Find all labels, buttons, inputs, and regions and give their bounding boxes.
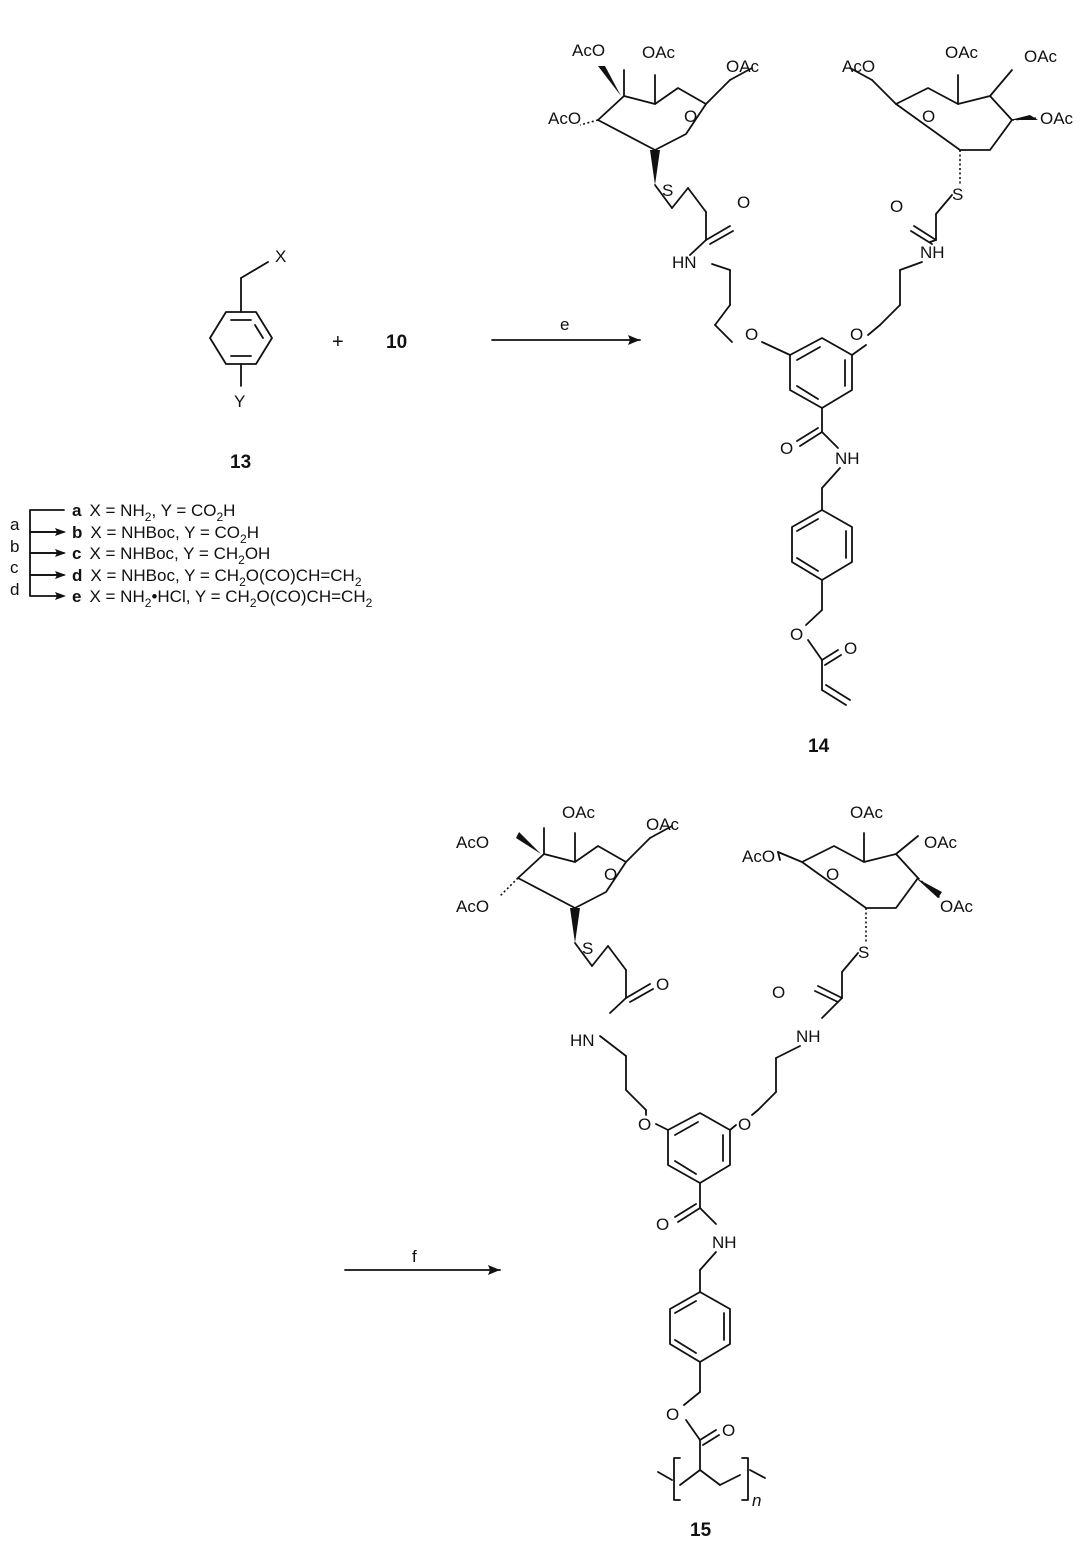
oac-label: OAc: [726, 57, 760, 76]
carbonyl-oxygen-label: O: [656, 1215, 669, 1234]
ether-oxygen-label: O: [850, 325, 863, 344]
carbonyl-oxygen-label: O: [772, 983, 785, 1002]
amide-nh-label: NH: [712, 1233, 737, 1252]
reaction-arrow-e: [491, 335, 641, 345]
amide-nh-label: NH: [920, 243, 945, 262]
compound-13-structure: X Y: [209, 247, 286, 411]
substituent-y-label: Y: [234, 392, 245, 411]
ether-oxygen-label: O: [745, 325, 758, 344]
oac-label: OAc: [924, 833, 958, 852]
aco-label: AcO: [572, 41, 605, 60]
amide-nh-label: NH: [835, 449, 860, 468]
compound-10-label: 10: [386, 332, 407, 353]
step-f-label: f: [412, 1247, 417, 1266]
step-b-label: b: [10, 537, 19, 556]
aco-label: AcO: [548, 109, 581, 128]
oac-label: OAc: [945, 43, 979, 62]
oac-label: OAc: [850, 803, 884, 822]
substituent-x-label: X: [275, 247, 286, 266]
oac-label: OAc: [1040, 109, 1074, 128]
ether-oxygen-label: O: [638, 1115, 651, 1134]
oac-label: OAc: [1024, 47, 1058, 66]
step-e-label: e: [560, 315, 569, 334]
oac-label: OAc: [940, 897, 974, 916]
amide-nh-label: HN: [672, 253, 697, 272]
carbonyl-oxygen-label: O: [737, 193, 750, 212]
aco-label: AcO: [456, 833, 489, 852]
oac-label: OAc: [646, 815, 680, 834]
carbonyl-oxygen-label: O: [844, 639, 857, 658]
left-sugar-14: OAc AcO OAc AcO O S: [548, 41, 760, 209]
aco-label: AcO: [456, 897, 489, 916]
sulfur-label: S: [952, 185, 963, 204]
step-c-label: c: [10, 558, 19, 577]
sulfur-label: S: [858, 943, 869, 962]
carbonyl-oxygen-label: O: [780, 439, 793, 458]
compound-14-structure: OAc AcO OAc AcO O S O HN O OAc: [548, 41, 1074, 706]
left-sugar-15: OAc AcO OAc AcO O S: [456, 803, 680, 967]
step-d-label: d: [10, 580, 19, 599]
aco-label: AcO: [742, 847, 775, 866]
compound-13-label: 13: [230, 452, 251, 473]
step-a-label: a: [10, 515, 20, 534]
carbonyl-oxygen-label: O: [722, 1421, 735, 1440]
reaction-arrow-f: [344, 1265, 501, 1275]
step-brackets: a b c d: [10, 509, 66, 600]
repeat-unit-n-label: n: [752, 1491, 761, 1510]
compound-15-structure: OAc AcO OAc AcO O S O HN O OAc: [456, 803, 974, 1510]
ester-oxygen-label: O: [666, 1405, 679, 1424]
sulfur-label: S: [582, 939, 593, 958]
ring-oxygen-label: O: [922, 107, 935, 126]
amide-nh-label: NH: [796, 1027, 821, 1046]
compound-14-label: 14: [808, 736, 830, 757]
compound-15-label: 15: [690, 1520, 712, 1541]
sulfur-label: S: [662, 181, 673, 200]
ester-oxygen-label: O: [790, 625, 803, 644]
carbonyl-oxygen-label: O: [890, 197, 903, 216]
ring-oxygen-label: O: [604, 865, 617, 884]
carbonyl-oxygen-label: O: [656, 975, 669, 994]
amide-nh-label: HN: [570, 1031, 595, 1050]
ether-oxygen-label: O: [738, 1115, 751, 1134]
oac-label: OAc: [562, 803, 596, 822]
aco-label: AcO: [842, 57, 875, 76]
plus-sign: +: [332, 331, 344, 353]
oac-label: OAc: [642, 43, 676, 62]
right-sugar-15: OAc OAc OAc AcO O S: [742, 803, 974, 962]
right-sugar-14: OAc OAc OAc AcO O S: [842, 43, 1074, 204]
ring-oxygen-label: O: [826, 865, 839, 884]
ring-oxygen-label: O: [684, 107, 697, 126]
